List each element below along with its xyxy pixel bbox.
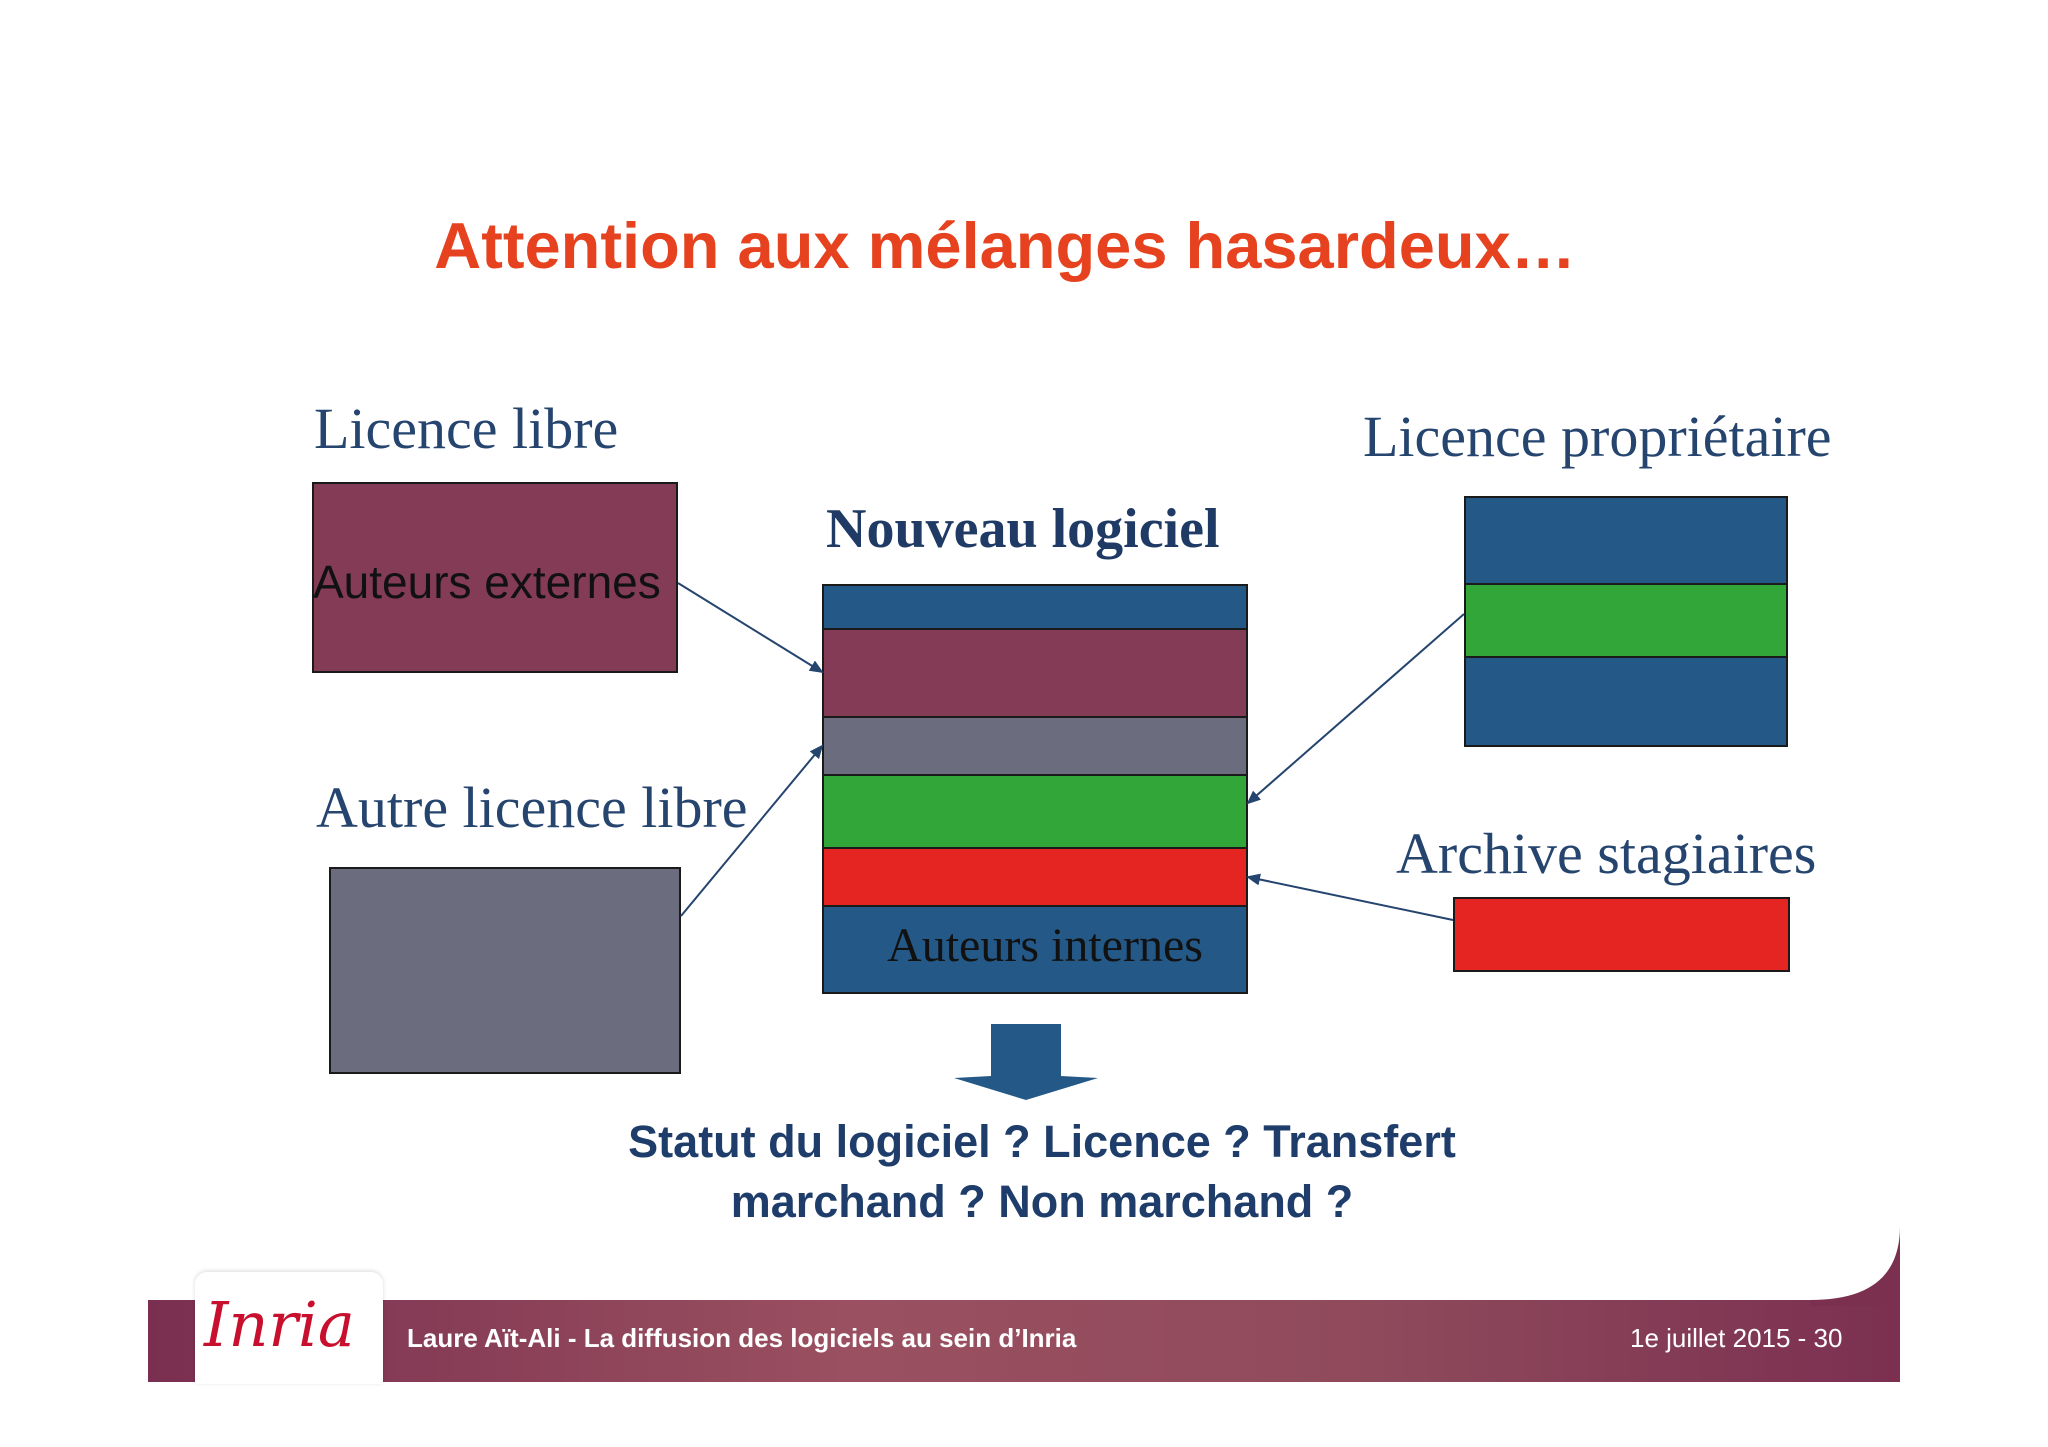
label-archive-stagiaires: Archive stagiaires [1396, 821, 1817, 886]
footer-date-page: 1e juillet 2015 - 30 [1630, 1323, 1843, 1353]
footer-bar [148, 1300, 1900, 1382]
prop-layer-blue-bottom [1466, 658, 1786, 745]
layer-blue-top [824, 586, 1246, 630]
down-arrow-icon [954, 1024, 1098, 1100]
nouveau-logiciel-stack [822, 584, 1248, 994]
arrow-proprietaire [1246, 613, 1465, 805]
question-line-2: marchand ? Non marchand ? [730, 1176, 1354, 1227]
question-line-1: Statut du logiciel ? Licence ? Transfert [628, 1116, 1456, 1167]
arrow-externes [677, 582, 824, 674]
box-archive-stagiaires [1453, 897, 1790, 972]
label-licence-libre: Licence libre [314, 396, 619, 461]
label-licence-proprietaire: Licence propriétaire [1363, 404, 1832, 469]
footer-presenter-text: Laure Aït-Ali - La diffusion des logicie… [407, 1323, 1077, 1353]
inria-logo: Inria [204, 1288, 355, 1361]
layer-red [824, 849, 1246, 907]
footer-curve [1810, 1226, 1900, 1306]
layer-green [824, 776, 1246, 849]
slide-title: Attention aux mélanges hasardeux… [434, 209, 1576, 282]
box-auteurs-externes [312, 482, 678, 673]
auteurs-externes-text: Auteurs externes [313, 556, 661, 608]
logo-box [195, 1272, 383, 1384]
auteurs-internes-text: Auteurs internes [887, 919, 1203, 972]
label-autre-licence-libre: Autre licence libre [316, 775, 748, 840]
layer-blue-bottom [824, 907, 1246, 992]
layer-maroon [824, 630, 1246, 718]
licence-proprietaire-stack [1464, 496, 1788, 747]
layer-gray [824, 718, 1246, 776]
question-text: Statut du logiciel ? Licence ? Transfert… [500, 1112, 1584, 1232]
box-autre-licence [329, 867, 681, 1074]
arrow-archive [1246, 873, 1454, 921]
prop-layer-blue-top [1466, 498, 1786, 585]
arrow-autre [680, 744, 824, 917]
label-nouveau-logiciel: Nouveau logiciel [826, 498, 1220, 560]
prop-layer-green [1466, 585, 1786, 658]
